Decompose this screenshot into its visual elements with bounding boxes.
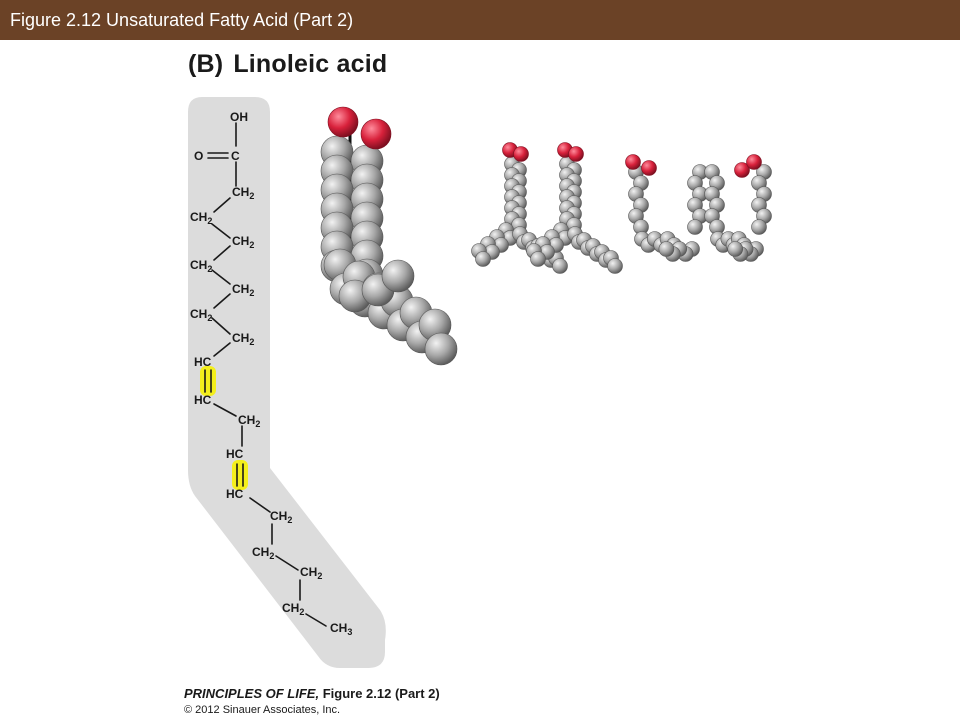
panel-name: Linoleic acid [233, 50, 388, 78]
carbon-atom [727, 241, 744, 257]
label-ch3: CH3 [330, 621, 352, 637]
large-space-filling-model [320, 106, 458, 366]
label-ch2: CH2 [232, 282, 254, 298]
label-ch2: CH2 [232, 234, 254, 250]
carbon-atom [751, 219, 767, 235]
figure-credit: PRINCIPLES OF LIFE, Figure 2.12 (Part 2)… [184, 686, 440, 717]
small-model-4 [704, 154, 772, 262]
label-hc: HC [226, 447, 244, 461]
label-oh: OH [230, 110, 248, 124]
oxygen-atom [327, 106, 359, 138]
oxygen-atom [568, 146, 584, 162]
oxygen-atom [734, 162, 750, 178]
structure-bonds [204, 122, 327, 627]
panel-letter: (B) [188, 50, 224, 78]
label-hc: HC [194, 393, 212, 407]
carbon-atom [658, 241, 675, 257]
carbon-atom [607, 258, 623, 274]
structure-background [188, 97, 386, 668]
oxygen-atom [746, 154, 762, 170]
structure-labels: OH O C CH2 CH2 CH2 CH2 CH2 CH2 CH2 HC HC… [190, 110, 352, 637]
carbon-atom [552, 258, 568, 274]
oxygen-atom [641, 160, 657, 176]
double-bond-highlight-1 [200, 366, 216, 396]
carbon-atom [687, 219, 703, 235]
slide-title: Figure 2.12 Unsaturated Fatty Acid (Part… [10, 10, 354, 30]
carbon-atom [530, 251, 546, 267]
title-bar: Figure 2.12 Unsaturated Fatty Acid (Part… [0, 0, 960, 40]
oxygen-atom [625, 154, 641, 170]
label-ch2: CH2 [190, 210, 212, 226]
label-o: O [194, 149, 203, 163]
label-ch2: CH2 [270, 509, 292, 525]
credit-source: PRINCIPLES OF LIFE, Figure 2.12 (Part 2) [184, 686, 440, 702]
label-ch2: CH2 [190, 258, 212, 274]
label-ch2: CH2 [282, 601, 304, 617]
label-ch2: CH2 [232, 185, 254, 201]
book-title: PRINCIPLES OF LIFE, [184, 686, 320, 701]
carbon-atom [381, 259, 415, 293]
carbon-atom [424, 332, 458, 366]
figure-reference: Figure 2.12 (Part 2) [322, 686, 440, 701]
label-ch2: CH2 [238, 413, 260, 429]
label-ch2: CH2 [190, 307, 212, 323]
double-bond-highlight-2 [232, 460, 248, 490]
label-hc: HC [226, 487, 244, 501]
label-ch2: CH2 [300, 565, 322, 581]
oxygen-atom [513, 146, 529, 162]
label-ch2: CH2 [232, 331, 254, 347]
small-model-2 [526, 142, 623, 274]
oxygen-atom [360, 118, 392, 150]
label-hc: HC [194, 355, 212, 369]
small-model-3 [625, 154, 708, 262]
label-ch2: CH2 [252, 545, 274, 561]
copyright: © 2012 Sinauer Associates, Inc. [184, 704, 341, 716]
carbon-atom [475, 251, 491, 267]
label-c: C [231, 149, 240, 163]
panel-heading: (B) Linoleic acid [188, 50, 387, 79]
